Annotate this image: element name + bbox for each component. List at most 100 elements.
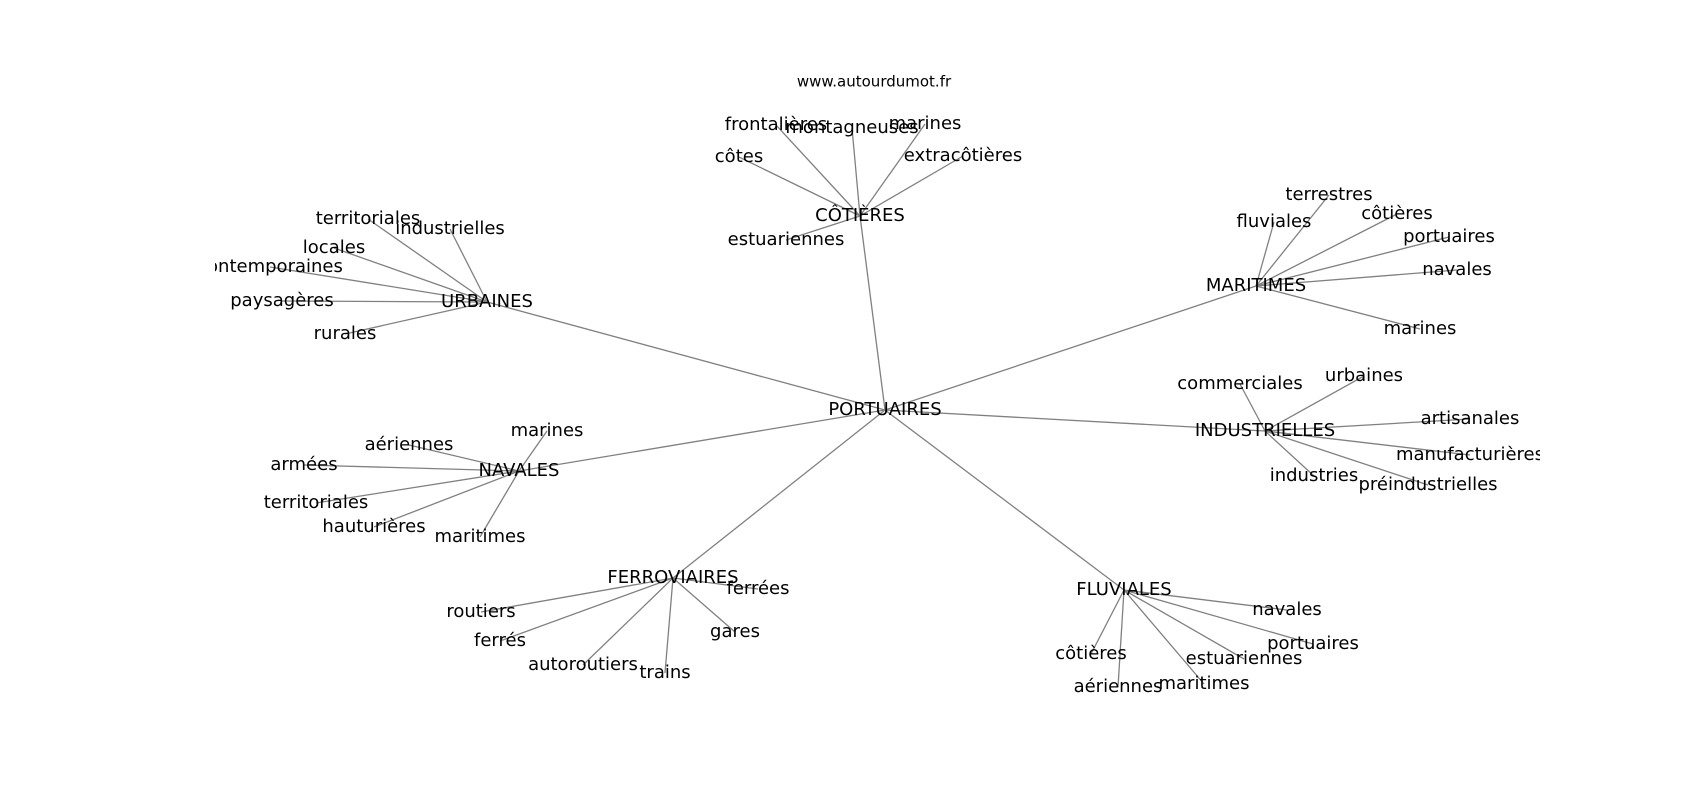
edge-root-fluviales — [884, 409, 1125, 591]
leaf-node-urbaines-locales: locales — [303, 237, 365, 258]
leaf-node-navales-maritimes: maritimes — [434, 526, 525, 547]
edge-cotieres-cotes — [738, 156, 861, 217]
leaf-node-maritimes-marines: marines — [1384, 318, 1457, 339]
edge-maritimes-navales — [1255, 269, 1458, 287]
leaf-node-maritimes-navales: navales — [1422, 259, 1492, 280]
edge-fluviales-maritimes — [1123, 589, 1205, 685]
leaf-node-industrielles-preindustrielles: préindustrielles — [1358, 474, 1497, 495]
group-node-industrielles: INDUSTRIELLES — [1195, 420, 1335, 441]
group-node-navales: NAVALES — [479, 460, 560, 481]
edge-industrielles-urbaines — [1264, 375, 1365, 432]
edge-ferroviaires-routiers — [480, 577, 674, 613]
leaf-node-fluviales-maritimes: maritimes — [1158, 673, 1249, 694]
leaf-node-cotieres-estuariennes: estuariennes — [728, 229, 845, 250]
edge-navales-hauturieres — [373, 470, 520, 528]
leaf-node-industrielles-commerciales: commerciales — [1177, 373, 1302, 394]
leaf-node-ferroviaires-ferrees: ferrées — [726, 578, 789, 599]
leaf-node-ferroviaires-trains: trains — [639, 662, 690, 683]
leaf-node-fluviales-aeriennes: aériennes — [1074, 676, 1163, 697]
leaf-node-industrielles-manufacturieres: manufacturières — [1396, 444, 1544, 465]
leaf-node-fluviales-portuaires: portuaires — [1267, 633, 1359, 654]
edge-industrielles-preindustrielles — [1264, 430, 1429, 486]
edge-navales-aeriennes — [408, 444, 520, 472]
group-node-fluviales: FLUVIALES — [1076, 579, 1171, 600]
leaf-node-navales-marines: marines — [511, 420, 584, 441]
root-node: PORTUAIRES — [828, 399, 941, 420]
edge-fluviales-portuaires — [1123, 589, 1314, 645]
edge-industrielles-commerciales — [1239, 383, 1266, 432]
edge-industrielles-manufacturieres — [1264, 430, 1471, 456]
leaf-node-maritimes-portuaires: portuaires — [1403, 226, 1495, 247]
leaf-node-industrielles-urbaines: urbaines — [1325, 365, 1403, 386]
edge-fluviales-estuariennes — [1123, 589, 1245, 660]
edge-industrielles-artisanales — [1264, 418, 1471, 432]
edge-root-industrielles — [884, 409, 1266, 432]
leaf-node-ferroviaires-gares: gares — [710, 621, 760, 642]
leaf-node-urbaines-contemporaines: contemporaines — [197, 256, 343, 277]
edge-navales-armees — [303, 464, 520, 472]
leaf-node-navales-aeriennes: aériennes — [365, 434, 454, 455]
edge-ferroviaires-ferrees — [672, 577, 759, 590]
leaf-node-cotieres-extracotieres: extracôtières — [904, 145, 1022, 166]
leaf-node-ferroviaires-autoroutiers: autoroutiers — [528, 654, 638, 675]
edge-navales-territoriales — [315, 470, 520, 504]
leaf-node-cotieres-cotes: côtes — [715, 146, 763, 167]
leaf-node-maritimes-cotieres: côtières — [1361, 203, 1433, 224]
leaf-node-navales-territoriales: territoriales — [264, 492, 369, 513]
edge-maritimes-terrestres — [1255, 194, 1330, 287]
leaf-node-industrielles-artisanales: artisanales — [1421, 408, 1520, 429]
edge-cotieres-montagneuses — [851, 127, 861, 217]
edge-root-navales — [518, 409, 886, 472]
source-label: www.autourdumot.fr — [797, 73, 952, 91]
leaf-node-industrielles-industries: industries — [1270, 465, 1359, 486]
leaf-node-ferroviaires-routiers: routiers — [446, 601, 515, 622]
edge-industrielles-industries — [1264, 430, 1315, 477]
edge-cotieres-frontalieres — [775, 124, 861, 217]
edge-root-urbaines — [486, 301, 886, 411]
edge-urbaines-industrielles — [449, 228, 488, 303]
edge-navales-marines — [518, 430, 548, 472]
leaf-node-urbaines-rurales: rurales — [314, 323, 377, 344]
group-node-cotieres: CÔTIÈRES — [815, 204, 905, 226]
edge-cotieres-extracotieres — [859, 155, 964, 217]
leaf-node-navales-hauturieres: hauturières — [322, 516, 425, 537]
edge-maritimes-cotieres — [1255, 213, 1398, 287]
edge-fluviales-aeriennes — [1117, 589, 1125, 688]
edge-urbaines-territoriales — [367, 218, 488, 303]
leaf-node-fluviales-navales: navales — [1252, 599, 1322, 620]
leaf-node-maritimes-terrestres: terrestres — [1285, 184, 1372, 205]
leaf-node-urbaines-paysageres: paysagères — [230, 290, 333, 311]
edge-root-ferroviaires — [672, 409, 886, 579]
leaf-node-navales-armees: armées — [270, 454, 337, 475]
edge-cotieres-estuariennes — [785, 215, 861, 241]
edge-urbaines-rurales — [344, 301, 488, 335]
edge-urbaines-contemporaines — [269, 266, 488, 303]
graph-edges — [269, 123, 1471, 688]
edge-root-cotieres — [859, 215, 886, 411]
edge-ferroviaires-ferres — [499, 577, 674, 642]
group-node-urbaines: URBAINES — [441, 291, 533, 312]
edge-urbaines-locales — [333, 247, 488, 303]
edge-root-maritimes — [884, 285, 1257, 411]
leaf-node-cotieres-marines: marines — [889, 113, 962, 134]
edge-maritimes-marines — [1255, 285, 1421, 330]
edge-ferroviaires-gares — [672, 577, 736, 633]
leaf-node-fluviales-cotieres: côtières — [1055, 643, 1127, 664]
leaf-node-urbaines-territoriales: territoriales — [316, 208, 421, 229]
leaf-node-cotieres-montagneuses: montagneuses — [785, 117, 918, 138]
edge-ferroviaires-trains — [664, 577, 674, 674]
leaf-node-ferroviaires-ferres: ferrés — [474, 630, 526, 651]
edge-ferroviaires-autoroutiers — [582, 577, 674, 666]
edge-maritimes-portuaires — [1255, 236, 1450, 287]
leaf-node-fluviales-estuariennes: estuariennes — [1186, 648, 1303, 669]
edge-cotieres-marines — [859, 123, 926, 217]
leaf-node-urbaines-industrielles: industrielles — [395, 218, 505, 239]
leaf-node-cotieres-frontalieres: frontalières — [725, 114, 827, 135]
group-node-ferroviaires: FERROVIAIRES — [607, 567, 738, 588]
edge-urbaines-paysageres — [281, 300, 488, 303]
edge-fluviales-navales — [1123, 589, 1288, 611]
group-node-maritimes: MARITIMES — [1206, 275, 1306, 296]
edge-maritimes-fluviales — [1255, 221, 1275, 287]
